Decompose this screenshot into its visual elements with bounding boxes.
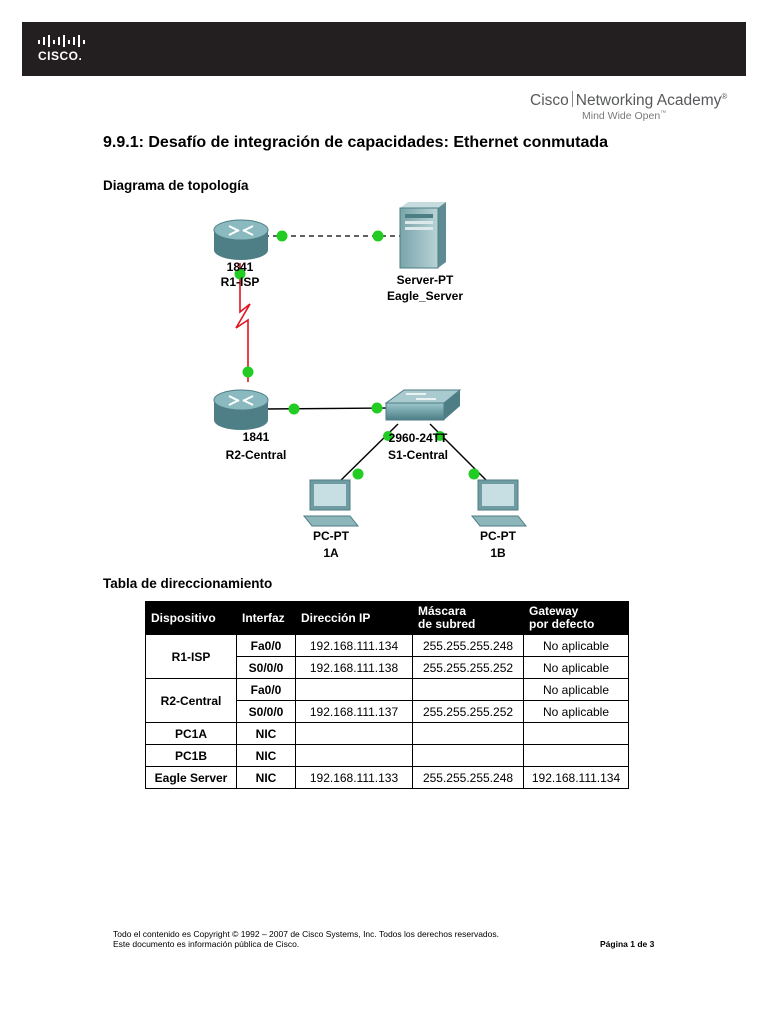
copyright-text: Todo el contenido es Copyright © 1992 – … — [113, 929, 499, 939]
footer: Todo el contenido es Copyright © 1992 – … — [113, 929, 499, 949]
cell-ip — [295, 744, 413, 767]
public-notice-text: Este documento es información pública de… — [113, 939, 300, 949]
cell-mask — [412, 722, 524, 745]
cell-device: R2-Central — [145, 678, 237, 723]
header-bar: CISCO. — [22, 22, 746, 76]
server-name-label: Eagle_Server — [387, 289, 463, 303]
r2-name-label: R2-Central — [226, 448, 287, 462]
cell-interface: NIC — [236, 722, 296, 745]
cell-ip — [295, 722, 413, 745]
pc1a-model-label: PC-PT — [313, 529, 350, 543]
pc-1b-icon — [470, 479, 528, 527]
link-r1-r2-serial — [235, 263, 251, 382]
r1-model-label: 1841 — [227, 260, 254, 274]
cisco-logo-text: CISCO. — [38, 49, 83, 63]
table-row: R1-ISP Fa0/0 192.168.111.134 255.255.255… — [145, 634, 629, 679]
r1-name-label: R1-ISP — [221, 275, 260, 289]
table-row: Eagle Server NIC 192.168.111.133 255.255… — [145, 766, 629, 789]
router-r1-icon — [213, 219, 269, 260]
cell-ip — [295, 678, 413, 701]
cell-mask — [412, 678, 524, 701]
cell-mask: 255.255.255.252 — [412, 656, 524, 679]
cell-device: PC1A — [145, 722, 237, 745]
cell-gateway: 192.168.111.134 — [523, 766, 629, 789]
table-row: S0/0/0 192.168.111.138 255.255.255.252 N… — [146, 656, 629, 679]
addressing-heading: Tabla de direccionamiento — [103, 576, 273, 591]
col-header-mask: Máscara de subred — [412, 601, 524, 635]
cell-interface: Fa0/0 — [236, 634, 296, 657]
pc-1a-icon — [302, 479, 360, 527]
cell-gateway: No aplicable — [523, 678, 629, 701]
cell-gateway — [523, 722, 629, 745]
switch-s1-icon — [384, 389, 462, 421]
col-header-interface: Interfaz — [236, 601, 296, 635]
s1-name-label: S1-Central — [388, 448, 448, 462]
pc1b-name-label: 1B — [490, 546, 506, 560]
table-header-row: Dispositivo Interfaz Dirección IP Máscar… — [145, 601, 629, 635]
addressing-table: Dispositivo Interfaz Dirección IP Máscar… — [145, 601, 629, 789]
cell-device: R1-ISP — [145, 634, 237, 679]
cell-gateway: No aplicable — [523, 634, 629, 657]
table-row: PC1A NIC — [145, 722, 629, 745]
cell-interface: NIC — [236, 766, 296, 789]
pc1b-model-label: PC-PT — [480, 529, 517, 543]
cell-gateway — [523, 744, 629, 767]
topology-heading: Diagrama de topología — [103, 178, 249, 193]
link-status-dots — [234, 230, 480, 480]
cell-device: Eagle Server — [145, 766, 237, 789]
cell-interface: Fa0/0 — [236, 678, 296, 701]
academy-brand: Cisco — [530, 92, 569, 109]
cell-mask — [412, 744, 524, 767]
router-r2-icon — [213, 389, 269, 430]
table-row: R2-Central Fa0/0 No aplicable — [145, 678, 629, 723]
col-header-gateway: Gateway por defecto — [523, 601, 629, 635]
academy-tagline: Mind Wide Open — [582, 110, 661, 122]
table-row: PC1B NIC — [145, 744, 629, 767]
cell-ip: 192.168.111.137 — [295, 700, 413, 723]
link-r2-s1 — [263, 407, 393, 410]
server-model-label: Server-PT — [397, 273, 454, 287]
cell-ip: 192.168.111.134 — [295, 634, 413, 657]
r2-model-label: 1841 — [243, 430, 270, 444]
cell-gateway: No aplicable — [523, 700, 629, 723]
cell-device: PC1B — [145, 744, 237, 767]
cell-gateway: No aplicable — [523, 656, 629, 679]
col-header-ip: Dirección IP — [295, 601, 413, 635]
networking-academy-logo: Cisco Networking Academy® Mind Wide Open™ — [530, 91, 746, 125]
cell-ip: 192.168.111.133 — [295, 766, 413, 789]
cisco-bars-icon — [38, 35, 85, 47]
page-number: Página 1 de 3 — [600, 939, 655, 949]
topology-diagram: 1841 R1-ISP Server-PT Eagle_Server 1841 … — [213, 202, 528, 560]
cell-interface: S0/0/0 — [236, 656, 296, 679]
cell-mask: 255.255.255.252 — [412, 700, 524, 723]
academy-tagline-mark: ™ — [660, 110, 667, 117]
cell-interface: NIC — [236, 744, 296, 767]
document-title: 9.9.1: Desafío de integración de capacid… — [103, 134, 609, 151]
cell-mask: 255.255.255.248 — [412, 634, 524, 657]
col-header-device: Dispositivo — [145, 601, 237, 635]
academy-name: Networking Academy — [575, 92, 722, 109]
pc1a-name-label: 1A — [323, 546, 339, 560]
academy-registered-mark: ® — [721, 91, 728, 101]
cell-mask: 255.255.255.248 — [412, 766, 524, 789]
cell-ip: 192.168.111.138 — [295, 656, 413, 679]
server-icon — [399, 202, 446, 269]
cell-interface: S0/0/0 — [236, 700, 296, 723]
s1-model-label: 2960-24TT — [389, 431, 448, 445]
cisco-logo: CISCO. — [36, 35, 96, 65]
